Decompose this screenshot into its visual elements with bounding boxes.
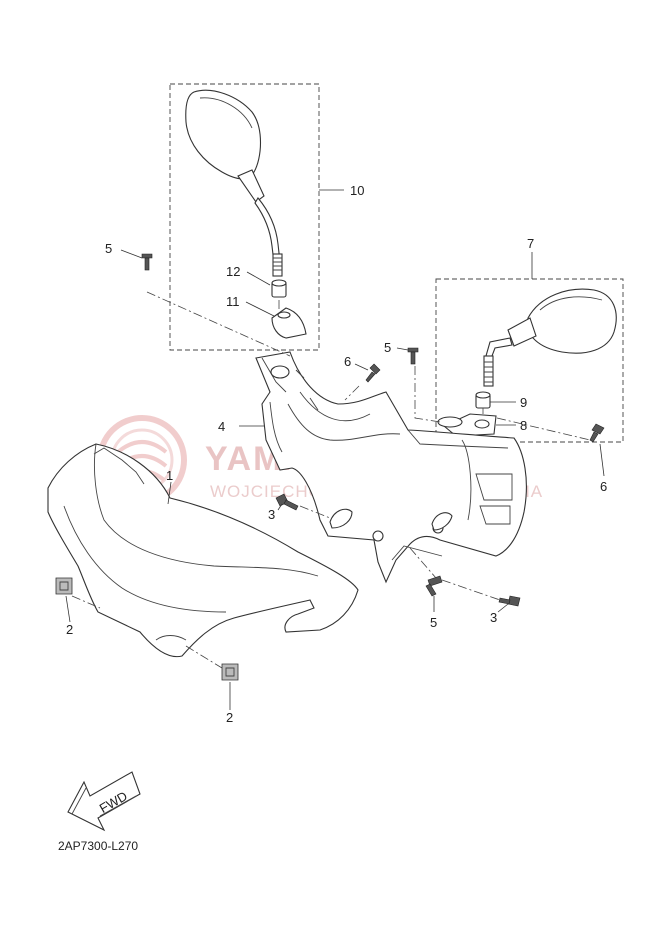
callout-3-right: 3: [490, 610, 497, 625]
cover-left: [271, 307, 307, 339]
mirror-right-thread: [483, 355, 494, 387]
clip-2-left: [55, 577, 73, 595]
mirror-left: [185, 89, 283, 277]
mirror-right-assembly-box: [435, 278, 624, 443]
ref-line-3-left: [299, 505, 331, 519]
callout-5-left: 5: [105, 241, 112, 256]
ref-line-6-upper: [344, 385, 360, 401]
callout-8: 8: [520, 418, 527, 433]
leader-3-right: [497, 603, 509, 613]
leader-5-center: [396, 347, 409, 351]
leader-1: [167, 481, 172, 505]
clip-2-right: [221, 663, 239, 681]
nut-right: [475, 391, 491, 409]
front-handlebar-cover: [47, 443, 359, 658]
ref-line-2-right: [185, 645, 223, 669]
screw-5-left: [141, 253, 153, 271]
diagram-code: 2AP7300-L270: [58, 839, 138, 853]
callout-5-lower: 5: [430, 615, 437, 630]
callout-1: 1: [166, 468, 173, 483]
callout-6-right: 6: [600, 479, 607, 494]
callout-12: 12: [226, 264, 240, 279]
callout-2-right: 2: [226, 710, 233, 725]
callout-7: 7: [527, 236, 534, 251]
nut-left: [271, 279, 287, 298]
callout-9: 9: [520, 395, 527, 410]
leader-3-left: [277, 503, 283, 511]
callout-2-left: 2: [66, 622, 73, 637]
callout-5-center: 5: [384, 340, 391, 355]
screw-3-right: [498, 595, 521, 607]
mirror-right: [483, 288, 617, 387]
callout-6-upper: 6: [344, 354, 351, 369]
screw-6-right: [589, 423, 605, 443]
leader-6-right: [599, 443, 605, 477]
leader-11: [245, 301, 275, 317]
leader-2-left: [65, 595, 71, 623]
ref-line-2-left: [71, 595, 101, 609]
callout-11: 11: [226, 294, 240, 309]
ref-line-3-right: [441, 579, 501, 601]
screw-5-lower: [425, 575, 443, 597]
screw-5-center: [407, 347, 419, 365]
fwd-arrow-icon: FWD: [67, 771, 141, 832]
mirror-left-assembly-box: [169, 83, 320, 351]
leader-6-upper: [354, 363, 369, 371]
cover-left-hole: [277, 311, 291, 319]
leader-12: [246, 271, 271, 286]
ref-line-5-left: [146, 291, 291, 357]
leader-5-left: [120, 249, 143, 259]
rear-handlebar-cover: [255, 351, 527, 584]
callout-3-left: 3: [268, 507, 275, 522]
ref-line-6-right: [496, 417, 591, 441]
screw-6-upper: [365, 363, 381, 383]
cover-right-hole: [474, 419, 490, 429]
ref-line-5-lower: [409, 547, 437, 579]
screw-3-left: [275, 493, 299, 511]
callout-10: 10: [350, 183, 364, 198]
mirror-left-thread: [272, 253, 283, 277]
callout-4: 4: [218, 419, 225, 434]
ref-line-5-center: [414, 366, 441, 423]
